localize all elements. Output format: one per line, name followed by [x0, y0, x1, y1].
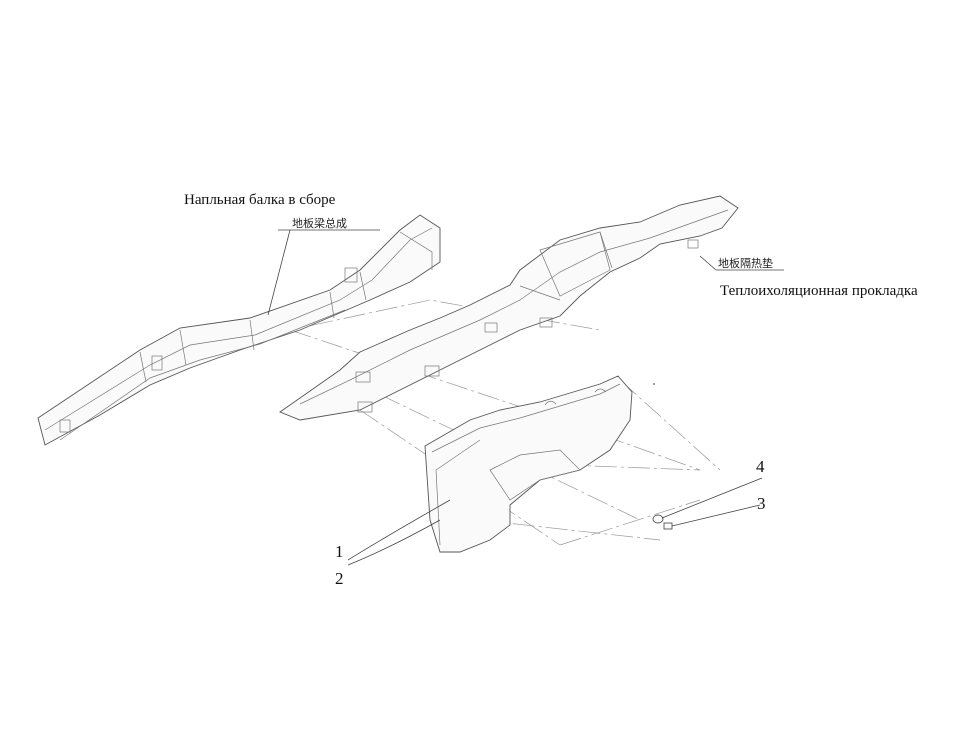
stray-dot: [653, 383, 655, 385]
label-floor-beam-ru: Напльная балка в сборе: [184, 192, 336, 208]
callout-1: 1: [335, 542, 344, 561]
washer-part-4: [652, 514, 664, 524]
callout-2: 2: [335, 569, 344, 588]
callout-3: 3: [757, 494, 766, 513]
cover-panel-part-1-2: [424, 375, 633, 553]
label-insulation-cn: 地板隔热垫: [718, 256, 773, 270]
label-floor-beam-cn: 地板梁总成: [292, 216, 347, 230]
floor-insulation-pad: [279, 195, 739, 421]
floor-beam-assembly: [37, 214, 441, 446]
label-insulation-ru: Теплоихоляционная прокладка: [720, 283, 918, 299]
fastener-parts-3-4: [652, 514, 673, 530]
leader-lines: [267, 229, 784, 566]
callout-4: 4: [756, 457, 765, 476]
bolt-part-3: [663, 522, 673, 530]
